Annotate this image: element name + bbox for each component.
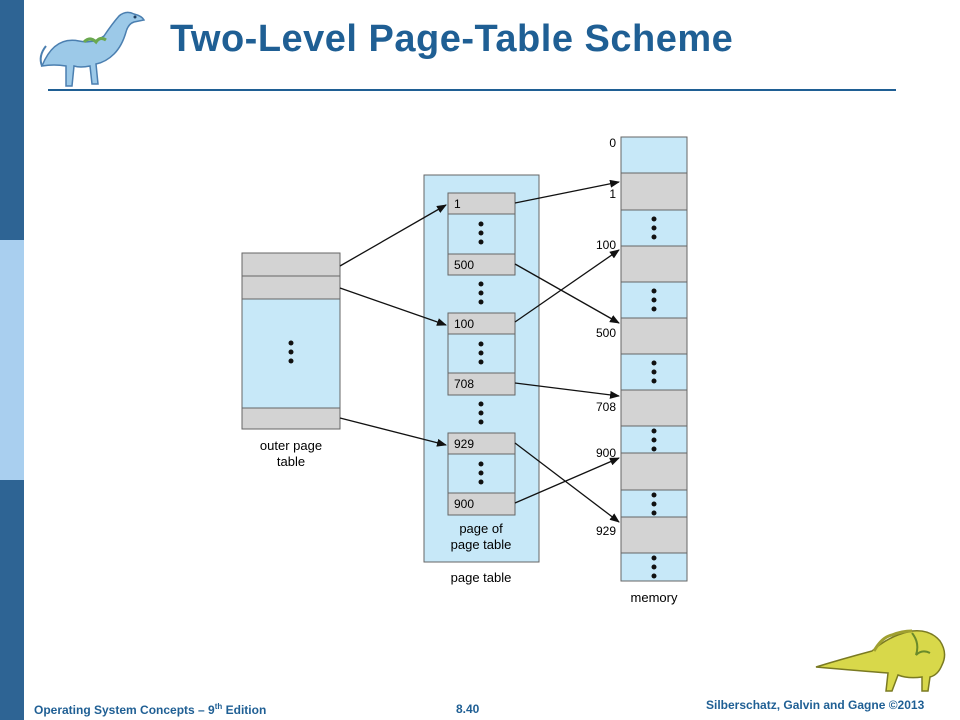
page-table-group: 1 500 100 708 929 900 page of page table [423,174,540,585]
page-table-entry-value: 929 [454,437,474,451]
ellipsis-dots [478,401,484,425]
memory-column: 0 1 100 500 708 900 929 memory [596,136,688,605]
page-table-entry-value: 708 [454,377,474,391]
page-table-entry-value: 500 [454,258,474,272]
memory-frame [620,245,688,283]
ellipsis-dots [478,341,484,365]
outer-page-table-label: table [277,454,305,469]
arrow-entry500-to-frame500 [514,263,620,324]
page-table-label: page table [451,570,512,585]
page-of-page-table-label: page of [459,521,503,536]
arrow-outer-to-page2 [339,287,447,326]
memory-frame-number: 1 [609,187,616,201]
footer-left-superscript: th [214,702,223,711]
arrow-entry900-to-frame900 [514,457,620,504]
footer-page-number: 8.40 [456,702,480,716]
memory-frame-number: 708 [596,400,616,414]
page-of-page-table-label: page table [451,537,512,552]
page-table-entry [447,492,516,516]
arrow-outer-to-page3 [339,417,447,447]
page-table-entry [447,372,516,396]
footer-copyright: Silberschatz, Galvin and Gagne ©2013 [706,698,925,712]
ellipsis-dots [478,281,484,305]
pointer-arrows [339,179,620,523]
arrow-entry100-to-frame100 [514,249,620,323]
memory-frame-number: 900 [596,446,616,460]
title-divider [48,89,896,91]
memory-frame [620,516,688,554]
memory-frame-number: 100 [596,238,616,252]
footer-left-prefix: Operating System Concepts – 9 [34,703,215,717]
page-table-entry-value: 100 [454,317,474,331]
ellipsis-dots [478,461,484,485]
outer-table-entry [241,407,341,430]
memory-frame-number: 929 [596,524,616,538]
memory-frame [620,136,688,174]
ellipsis-dots [478,221,484,245]
arrow-entry708-to-frame708 [514,382,620,399]
memory-frame [620,389,688,427]
dinosaur-logo-bottom-icon [815,629,946,692]
outer-page-table-label: outer page [260,438,322,453]
sidebar-accent-bar [0,0,24,720]
memory-frame-number: 500 [596,326,616,340]
page-table-entry-value: 1 [454,197,461,211]
page-table-entry-value: 900 [454,497,474,511]
memory-label: memory [631,590,678,605]
arrow-entry1-to-frame1 [514,179,620,204]
ellipsis-dots [651,216,657,579]
ellipsis-dots [288,340,294,364]
sidebar-light-segment [0,240,24,480]
memory-frame [620,452,688,491]
arrow-outer-to-page1 [339,204,447,267]
arrow-entry929-to-frame929 [514,442,620,523]
slide-title: Two-Level Page-Table Scheme [170,18,734,60]
page-table-entry [447,192,516,215]
page-table-entry [447,312,516,335]
memory-frame [620,172,688,211]
memory-frame [620,317,688,355]
footer-left: Operating System Concepts – 9th Edition [34,702,266,717]
footer-left-suffix: Edition [222,703,267,717]
memory-frame-number: 0 [609,136,616,150]
outer-page-table: outer page table [241,252,341,469]
outer-table-entry [241,275,341,300]
dinosaur-logo-top-icon [39,11,146,87]
outer-table-entry [241,252,341,277]
